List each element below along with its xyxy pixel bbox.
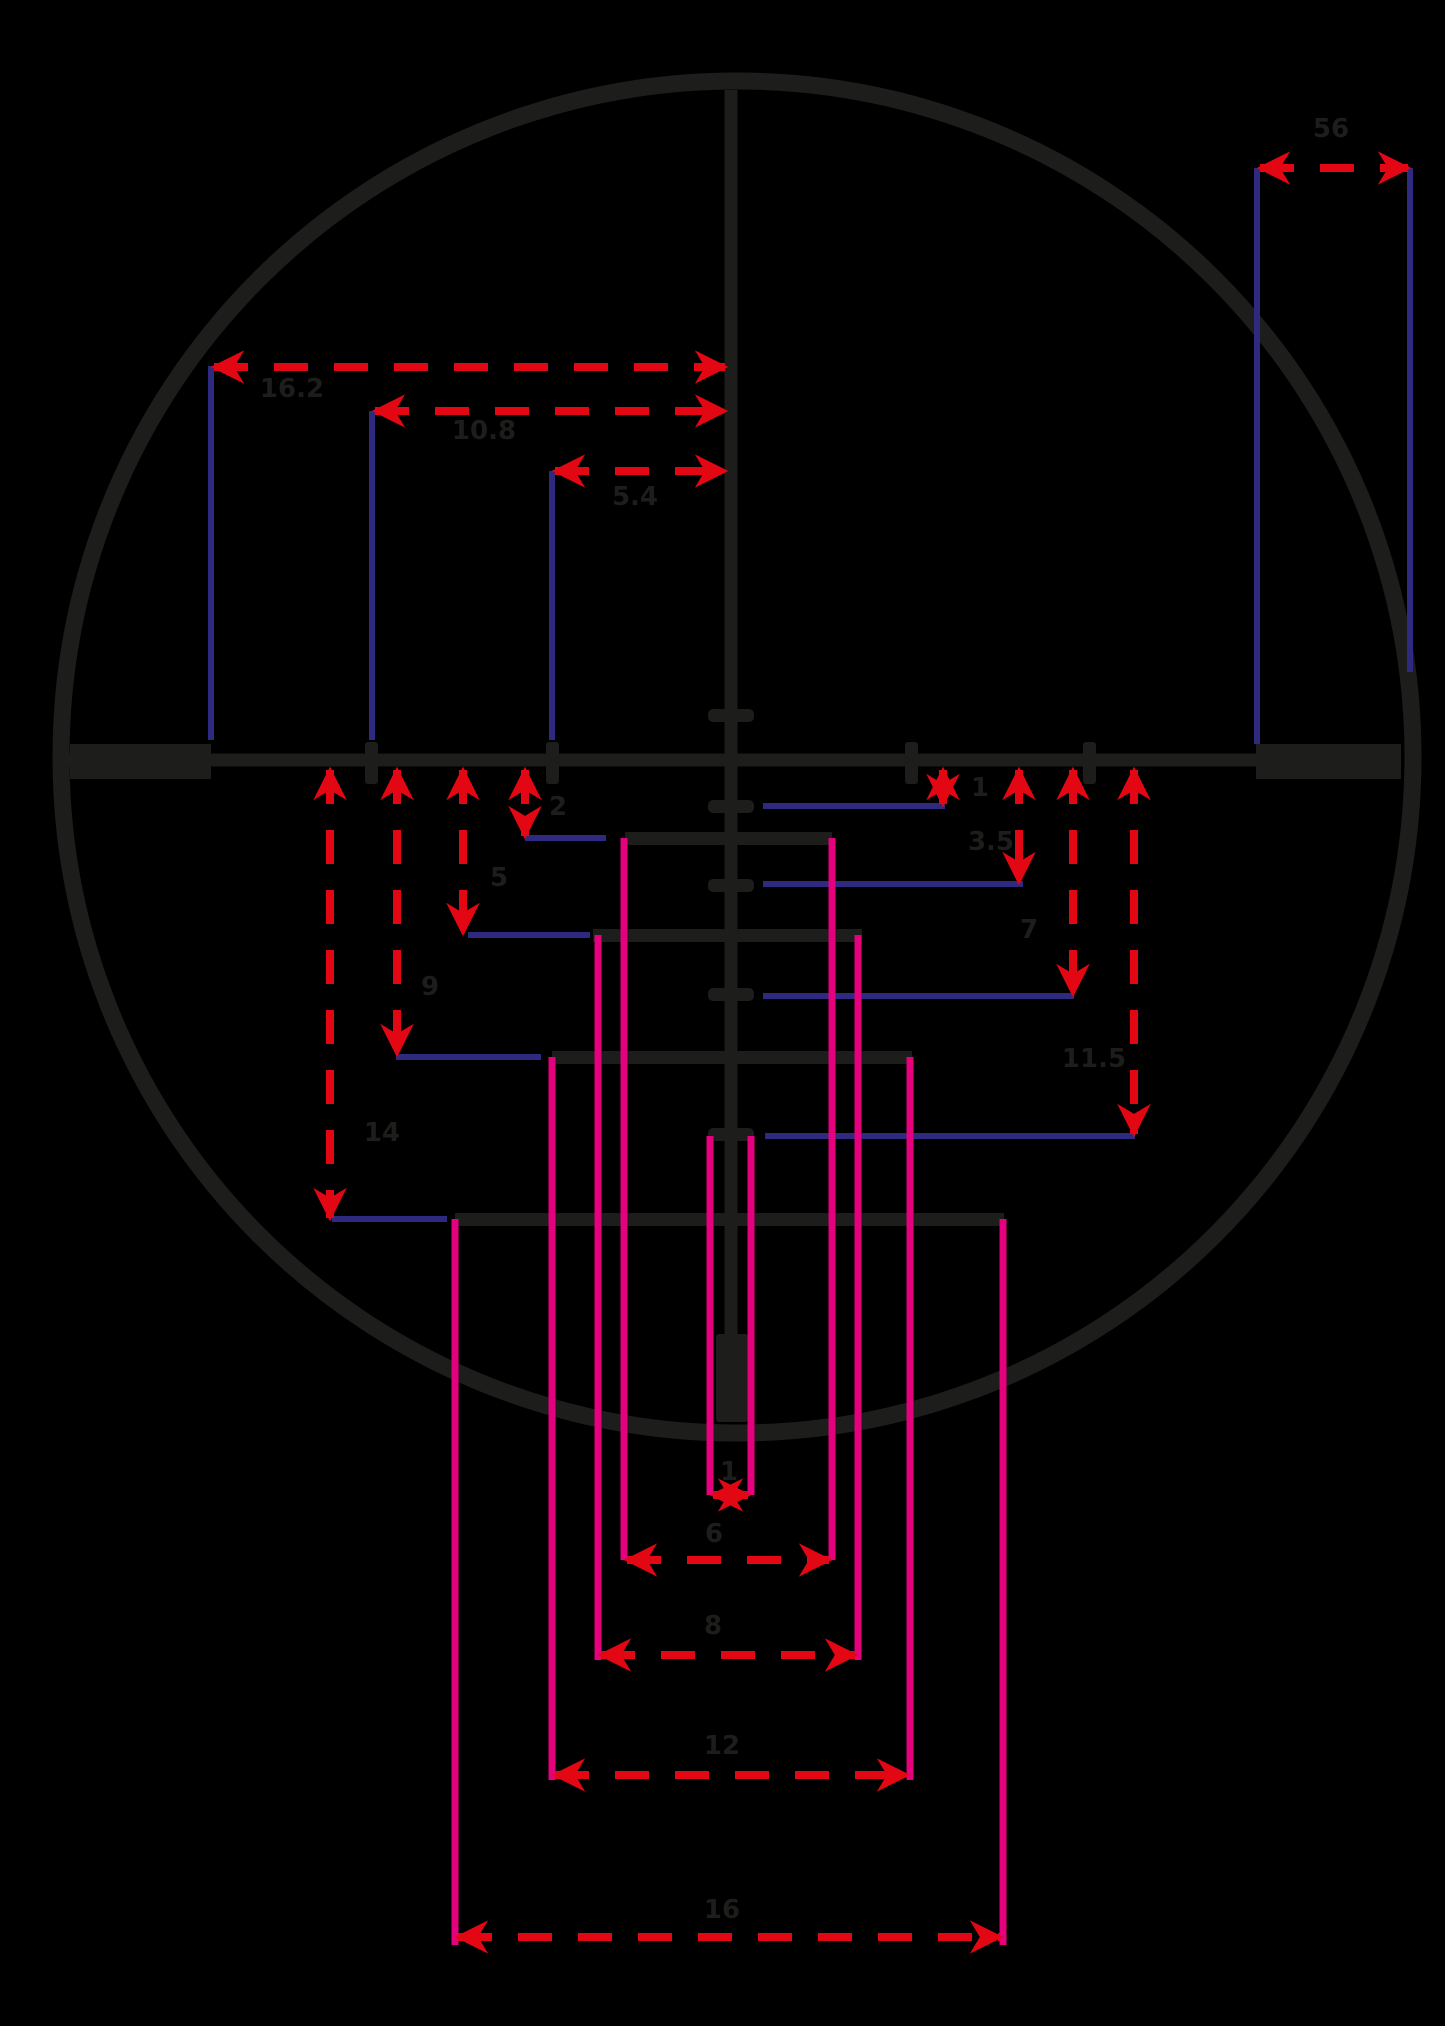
scope-field-circle (52, 72, 1422, 1442)
center-tick (708, 800, 754, 813)
hash-mark (1083, 742, 1096, 784)
hash-mark (905, 742, 918, 784)
stadia-bar-6 (625, 832, 832, 845)
right-thick-post (1256, 744, 1401, 779)
dimension-arrows (210, 151, 1412, 1954)
label-11-5: 11.5 (1062, 1044, 1126, 1074)
center-tick (708, 879, 754, 892)
label-16-2: 16.2 (260, 374, 324, 404)
label-3-5: 3.5 (968, 827, 1014, 857)
label-width-6: 6 (705, 1519, 723, 1549)
stadia-bar-8 (593, 929, 862, 942)
hash-mark (546, 742, 559, 784)
label-width-1: 1 (720, 1457, 738, 1487)
center-tick (708, 1128, 754, 1141)
label-width-16: 16 (704, 1895, 740, 1925)
reference-lines (208, 168, 1413, 1222)
center-tick (708, 709, 754, 722)
left-thick-post (70, 744, 211, 779)
crosshair (65, 90, 1401, 1422)
label-width-12: 12 (704, 1731, 740, 1761)
label-9: 9 (421, 972, 439, 1002)
label-5-4: 5.4 (612, 482, 658, 512)
label-5: 5 (490, 863, 508, 893)
hash-mark (365, 742, 378, 784)
stadia-reference-lines (451, 838, 1007, 1945)
center-tick (708, 988, 754, 1001)
bottom-thick-post (716, 1334, 748, 1422)
label-2: 2 (549, 792, 567, 822)
label-1-right: 1 (971, 773, 989, 803)
stadia-bar-12 (552, 1051, 912, 1064)
stadia-bar-16 (455, 1213, 1004, 1226)
label-10-8: 10.8 (452, 416, 516, 446)
label-14: 14 (364, 1118, 400, 1148)
label-7: 7 (1020, 915, 1038, 945)
label-56: 56 (1313, 114, 1349, 144)
label-width-8: 8 (704, 1611, 722, 1641)
